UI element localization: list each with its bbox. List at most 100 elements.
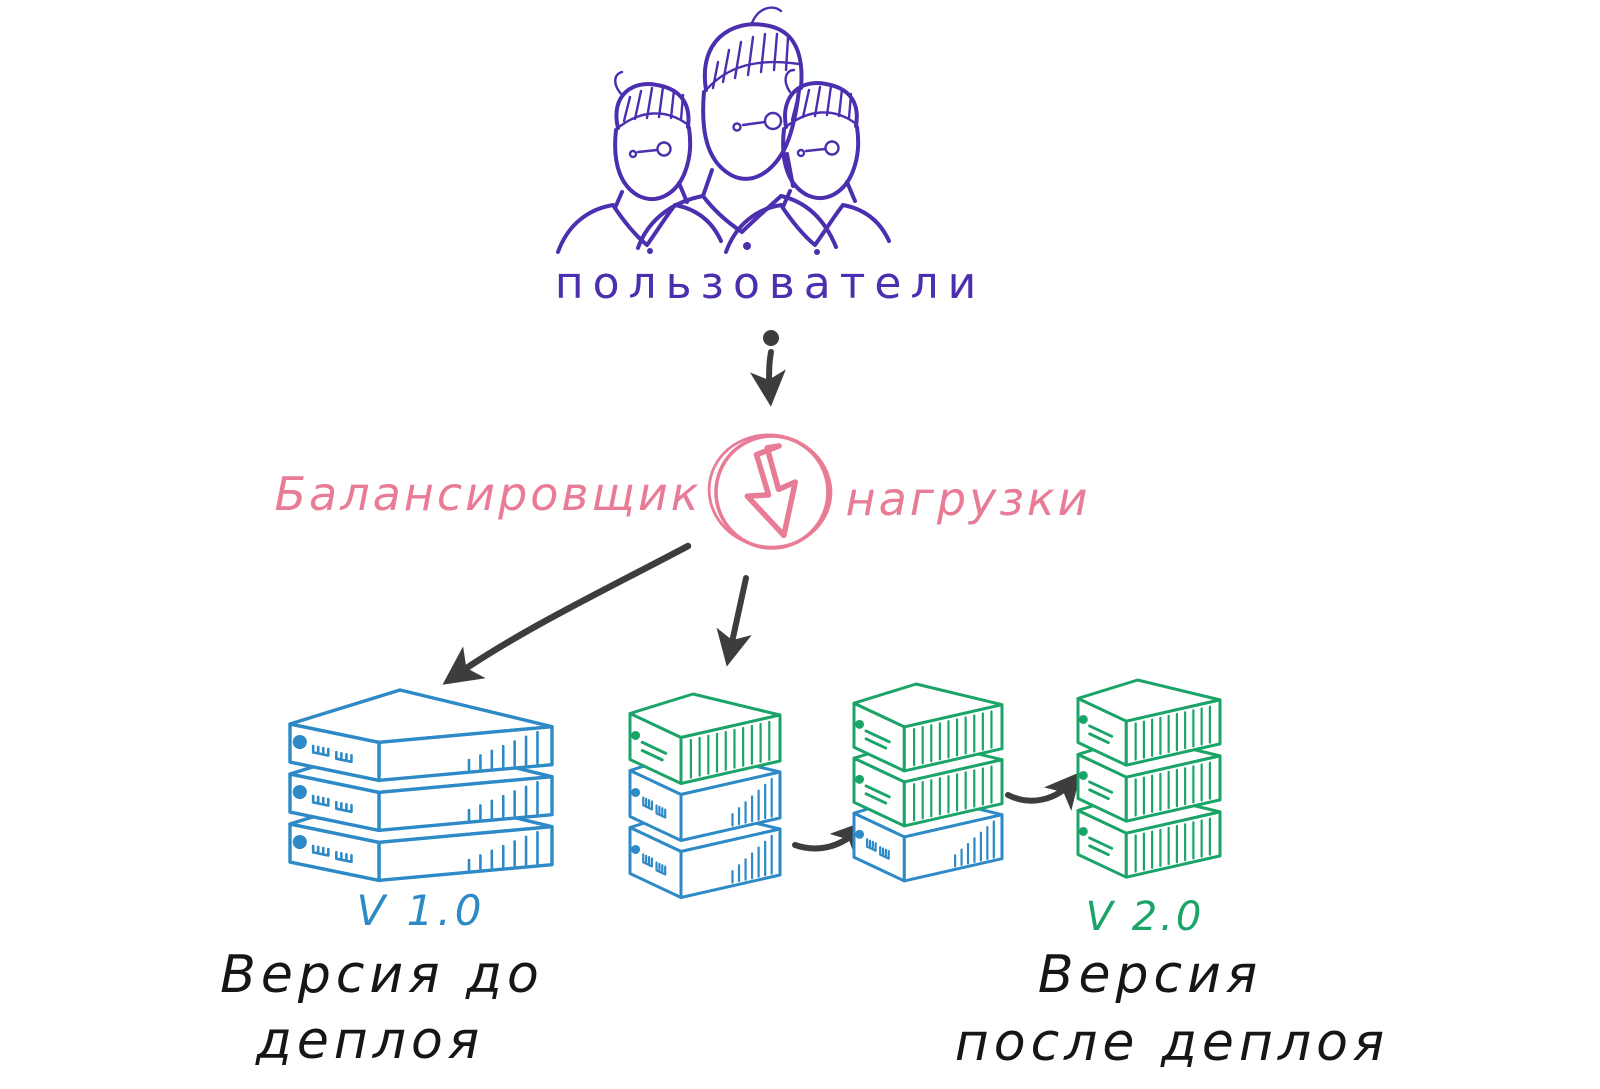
hair-hatching [790,84,853,122]
arrow-stage1-to-stage2 [792,820,868,859]
eye-line [636,148,659,154]
v2-caption-line1: Версия [1038,945,1262,1005]
side-vents [731,834,773,884]
front-grille [311,744,353,764]
side-vents [912,765,993,822]
front-grille [311,844,353,864]
server-unit-green [1076,678,1222,767]
power-led-icon [292,834,307,850]
side-vents [467,730,539,771]
front-grille [642,796,667,819]
power-led-icon [631,844,641,854]
hair [614,82,691,130]
shirt-button [647,248,653,254]
eye-left [628,149,638,159]
front-slots [1088,780,1114,801]
arrow-lb-to-v1 [442,542,692,685]
face [613,126,693,202]
v1-caption-line2: деплоя [255,1011,484,1071]
shirt-button [814,249,820,255]
icon-arrow [744,443,799,539]
side-vents [912,710,993,767]
front-slots [864,729,891,750]
front-slots [1088,836,1114,857]
side-vents [731,777,773,827]
power-led-icon [1078,826,1088,836]
side-vents [954,820,995,868]
neck [781,180,857,209]
eye-right [824,140,840,156]
front-slots [864,784,891,805]
shoulders [636,194,838,250]
neck [613,181,689,210]
user-figure-left [556,70,723,254]
face [701,88,801,181]
eye-line [804,147,827,153]
front-grille [642,853,667,876]
front-grille [311,794,353,814]
side-vents [689,720,771,779]
server-unit-green [628,692,782,785]
power-led-icon [631,787,641,797]
power-led-icon [855,719,865,729]
front-slots [640,740,668,762]
server-stack-v1 [288,688,554,883]
users-sketch [556,6,891,255]
power-led-icon [1078,714,1088,724]
side-vents [467,780,539,821]
icon-circle [714,434,830,550]
server-unit-green [852,682,1004,773]
arrow-lb-to-pool [716,575,752,667]
server-stack-v2 [1076,678,1222,879]
v1-caption-line1: Версия до [220,945,544,1005]
eye-left [732,122,742,132]
eye-right [763,111,783,131]
server-stack-stage2 [852,682,1004,883]
front-grille [865,838,890,860]
server-stack-stage1 [628,692,782,899]
shoulders [724,203,891,254]
v2-caption-line2: после деплоя [955,1013,1389,1073]
arrow-users-to-lb [749,330,786,407]
side-vents [467,830,539,871]
face [781,125,861,201]
shoulders [556,203,723,254]
front-slots [1088,724,1114,745]
power-led-icon [631,730,641,740]
user-figure-center [636,6,838,250]
v1-version-label: V 1.0 [357,886,486,935]
load-balancer-label-right: нагрузки [846,472,1091,526]
shirt-button [743,242,751,250]
hair-edge [617,112,689,129]
side-vents [1134,705,1211,761]
users-label: пользователи [555,258,985,309]
user-figure-right [724,68,891,255]
hair-tuft [784,68,796,94]
arrow-stage2-to-v2 [1005,771,1082,811]
circled-down-arrow-icon [707,433,833,550]
power-led-icon [855,774,865,784]
hair-tuft [614,70,624,97]
side-vents [1134,761,1211,817]
eye-right [656,141,672,157]
hair [702,22,804,92]
v2-version-label: V 2.0 [1086,894,1205,940]
load-balancer-label-left: Балансировщик [274,467,701,521]
arrow-start-dot [763,330,779,346]
side-vents [1134,817,1211,873]
icon-circle-sketch [707,433,833,549]
server-unit-blue [288,688,554,783]
hair-hatching [711,32,790,90]
hair [783,81,859,129]
eye-line [741,120,767,127]
load-balancer: Балансировщик нагрузки [274,433,1091,550]
eye-left [796,148,806,158]
power-led-icon [855,829,865,839]
power-led-icon [292,784,307,800]
power-led-icon [292,734,307,750]
hair-hatching [622,85,685,123]
power-led-icon [1078,770,1088,780]
arrow-shaft [749,349,786,407]
